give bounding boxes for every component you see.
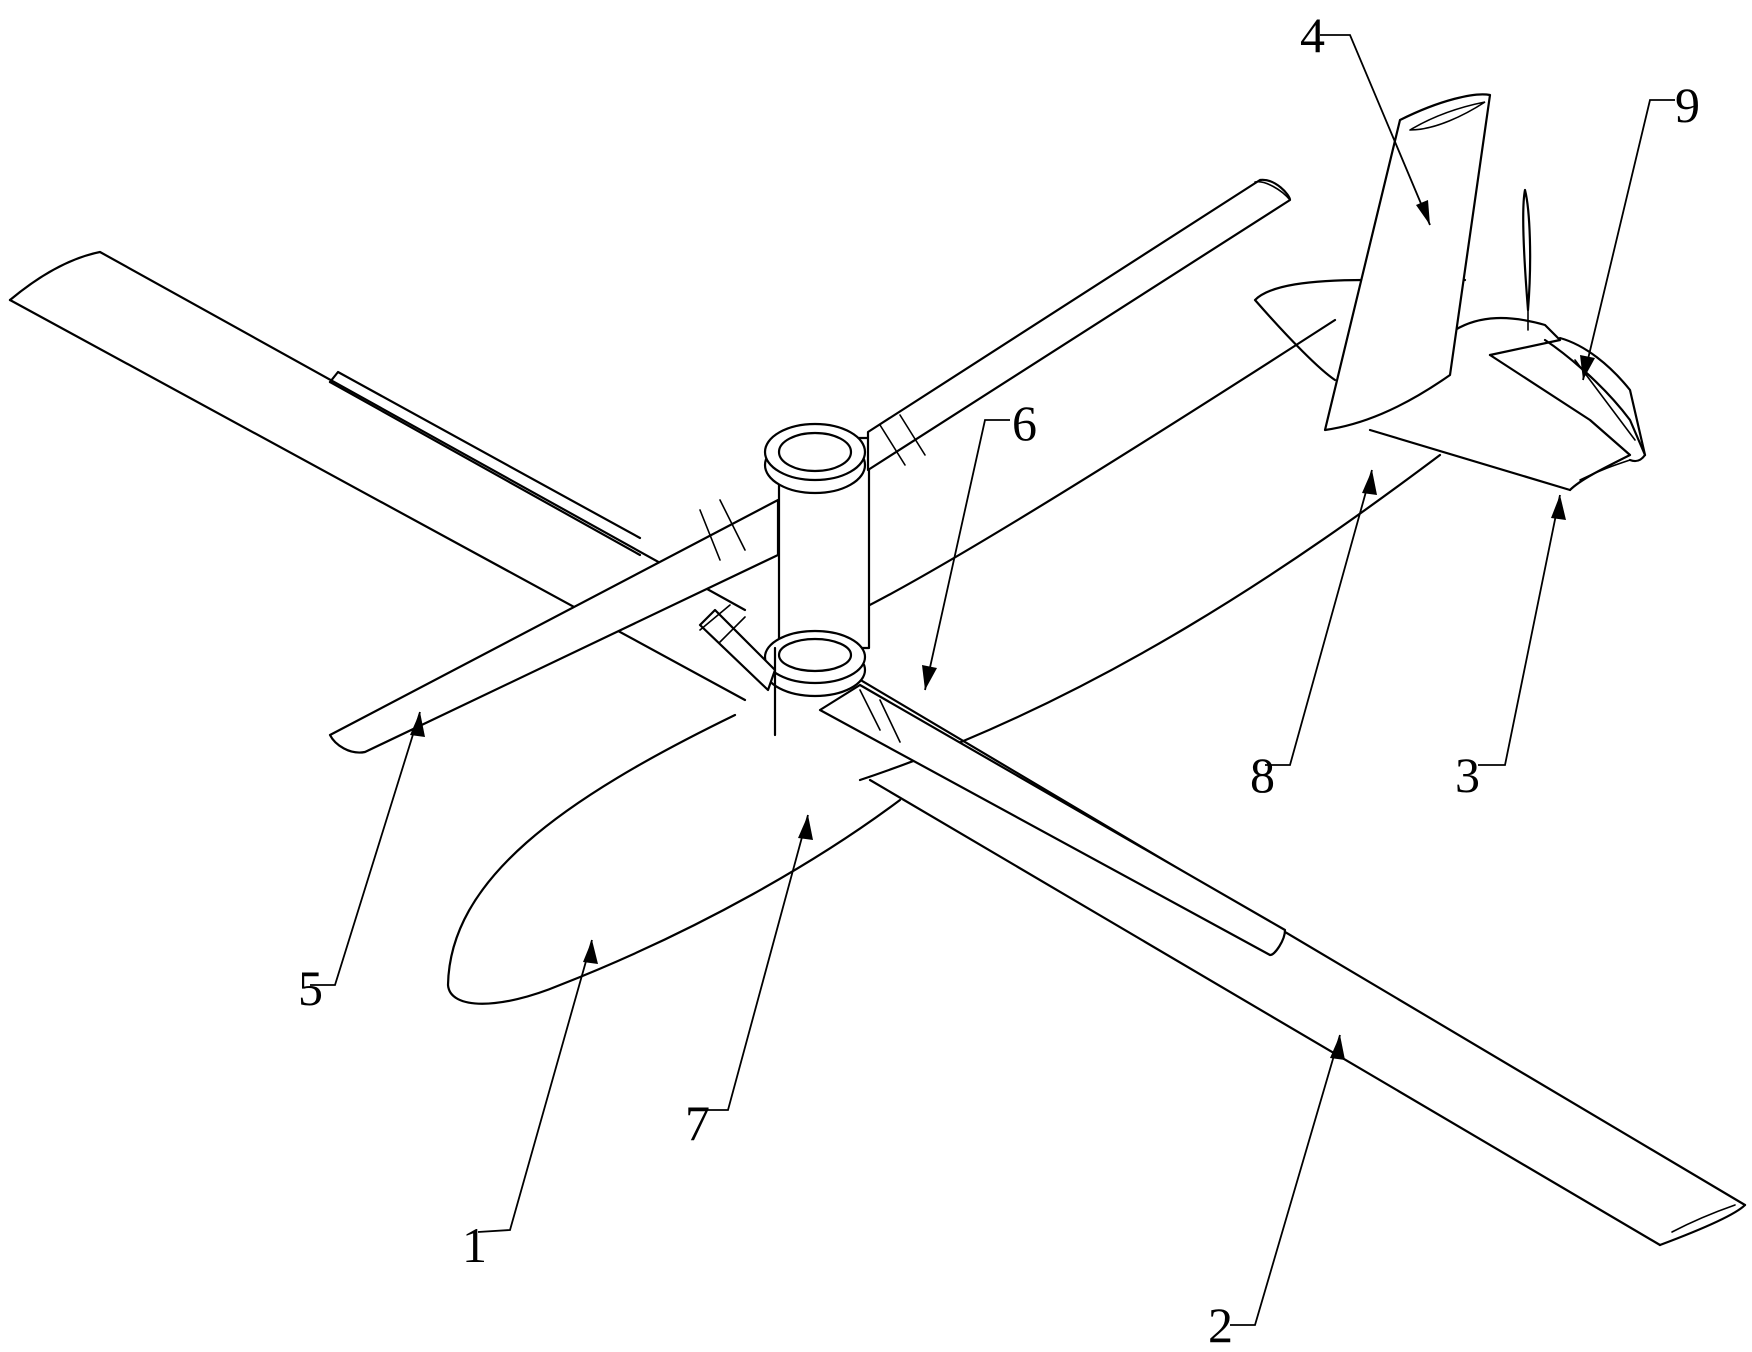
label-7: 7 <box>685 1095 710 1151</box>
label-3: 3 <box>1455 747 1480 803</box>
callout-8: 8 <box>1250 469 1377 803</box>
upper-rotor-blade <box>328 178 1292 754</box>
callout-3: 3 <box>1455 494 1566 803</box>
callout-2: 2 <box>1208 1034 1345 1352</box>
label-4: 4 <box>1300 7 1325 63</box>
label-2: 2 <box>1208 1297 1233 1352</box>
callout-9: 9 <box>1580 77 1700 381</box>
callout-5: 5 <box>298 711 425 1016</box>
rotor-hub <box>763 422 871 737</box>
callout-4: 4 <box>1300 7 1431 226</box>
callout-7: 7 <box>685 814 813 1151</box>
main-wing <box>8 250 1747 1247</box>
lower-rotor-blade <box>698 604 1287 957</box>
label-1: 1 <box>462 1217 487 1273</box>
label-8: 8 <box>1250 747 1275 803</box>
label-6: 6 <box>1012 395 1037 451</box>
vertical-fin <box>1323 93 1492 432</box>
label-5: 5 <box>298 960 323 1016</box>
callout-6: 6 <box>922 395 1037 691</box>
label-9: 9 <box>1675 77 1700 133</box>
callout-1: 1 <box>462 939 598 1273</box>
